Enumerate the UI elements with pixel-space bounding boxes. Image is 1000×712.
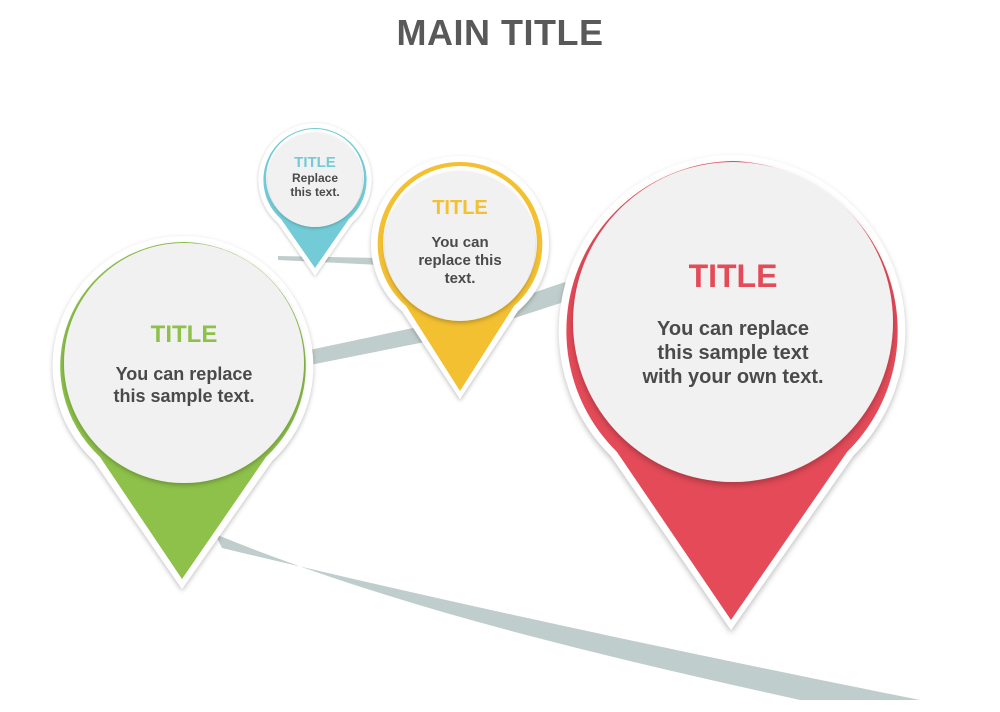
pin-green-line-2: this sample text. bbox=[113, 386, 255, 406]
pin-red-text: TITLE You can replace this sample text w… bbox=[593, 258, 873, 389]
pin-yellow-shape bbox=[371, 155, 549, 399]
pin-yellow-text: TITLE You can replace this text. bbox=[390, 197, 530, 288]
pin-teal-shape bbox=[258, 123, 372, 276]
pin-teal-text: TITLE Replace this text. bbox=[265, 154, 365, 199]
pin-yellow-line-1: You can bbox=[431, 234, 489, 251]
pin-red-line-1: You can replace bbox=[657, 318, 809, 340]
pin-red: TITLE You can replace this sample text w… bbox=[553, 152, 913, 634]
pin-teal-title: TITLE bbox=[294, 154, 336, 171]
pin-yellow-line-2: replace this bbox=[418, 252, 502, 269]
pin-green-text: TITLE You can replace this sample text. bbox=[84, 321, 284, 407]
pin-red-title: TITLE bbox=[688, 258, 778, 294]
pin-green-line-1: You can replace bbox=[115, 364, 253, 384]
pin-green: TITLE You can replace this sample text. bbox=[50, 233, 318, 593]
pin-teal-line-2: this text. bbox=[290, 185, 340, 199]
pin-teal: TITLE Replace this text. bbox=[255, 120, 375, 280]
pin-red-shape bbox=[558, 155, 906, 630]
pin-red-line-3: with your own text. bbox=[642, 366, 824, 388]
pin-green-title: TITLE bbox=[150, 321, 218, 348]
main-title: MAIN TITLE bbox=[396, 12, 604, 53]
pin-green-shape bbox=[52, 235, 314, 589]
pin-yellow: TITLE You can replace this text. bbox=[368, 153, 552, 403]
pin-yellow-line-3: text. bbox=[444, 270, 476, 287]
pin-yellow-title: TITLE bbox=[432, 197, 488, 219]
pin-teal-line-1: Replace bbox=[291, 171, 339, 185]
pin-red-line-2: this sample text bbox=[657, 342, 809, 364]
